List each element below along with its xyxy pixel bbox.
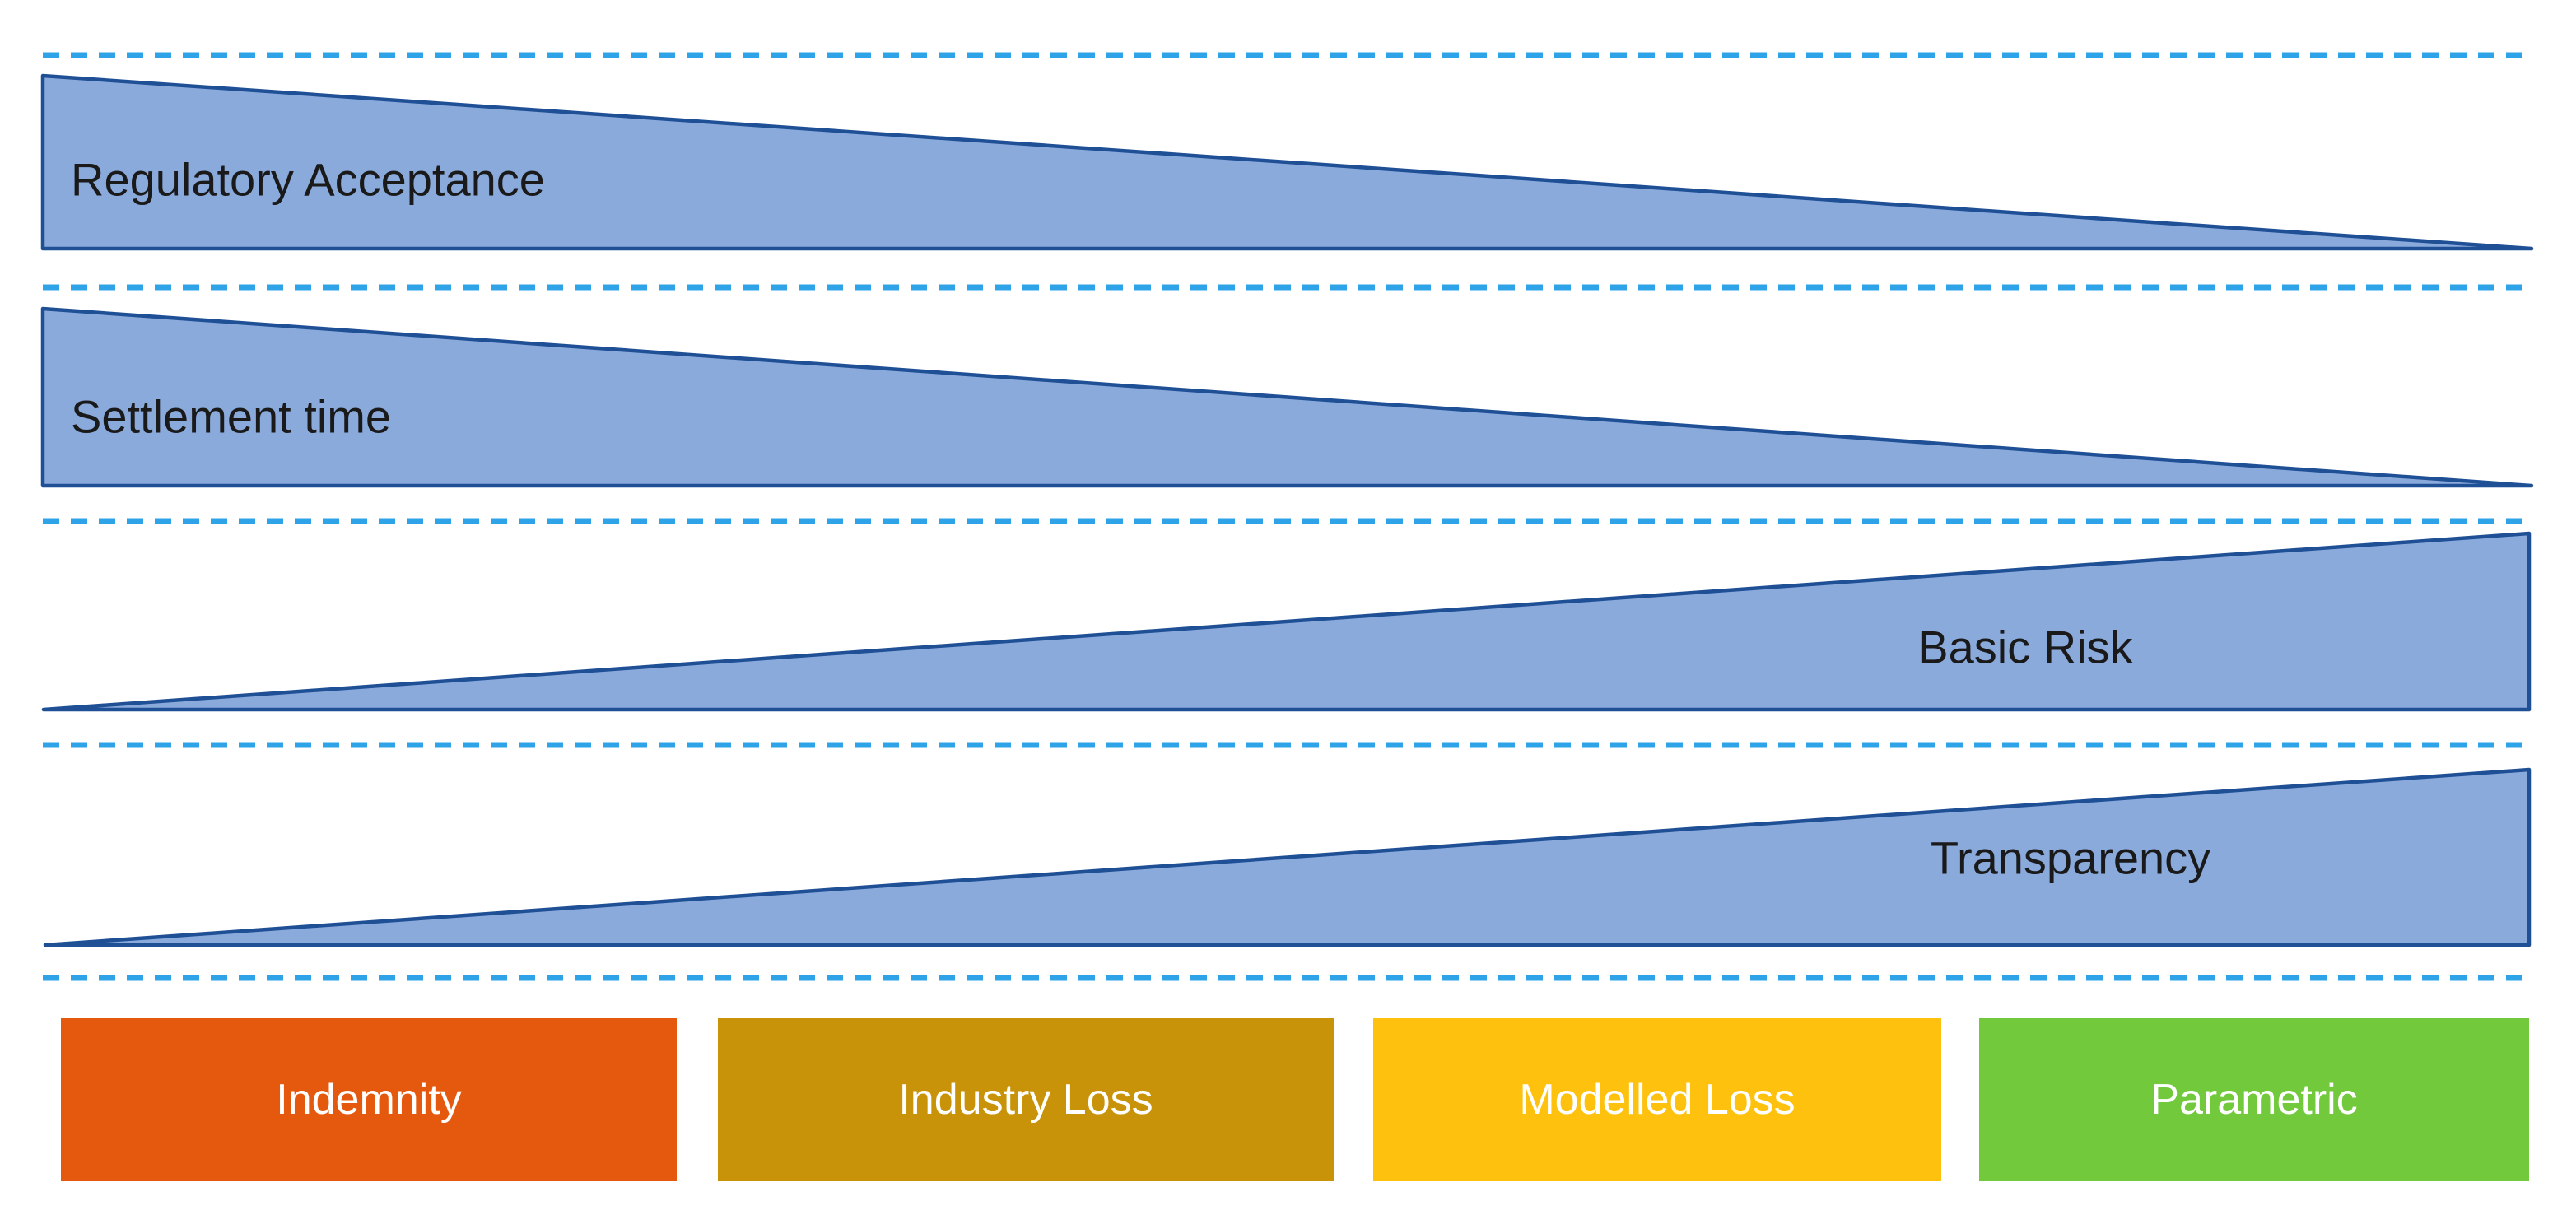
category-label-indemnity: Indemnity xyxy=(276,1076,462,1124)
wedge-label-settlement-time: Settlement time xyxy=(71,390,392,443)
wedge-label-transparency: Transparency xyxy=(1930,831,2211,884)
category-label-industry-loss: Industry Loss xyxy=(898,1076,1153,1124)
wedge-settlement-time xyxy=(40,306,2534,488)
wedge-transparency xyxy=(43,767,2532,947)
category-label-modelled-loss: Modelled Loss xyxy=(1519,1076,1796,1124)
wedge-regulatory-acceptance xyxy=(40,73,2534,251)
category-label-parametric: Parametric xyxy=(2150,1076,2358,1124)
wedge-label-regulatory-acceptance: Regulatory Acceptance xyxy=(71,153,545,206)
category-box-indemnity: Indemnity xyxy=(61,1018,677,1181)
category-box-parametric: Parametric xyxy=(1979,1018,2529,1181)
wedge-label-basic-risk: Basic Risk xyxy=(1917,621,2133,673)
category-box-industry-loss: Industry Loss xyxy=(718,1018,1334,1181)
category-box-modelled-loss: Modelled Loss xyxy=(1373,1018,1941,1181)
wedge-basic-risk xyxy=(41,531,2532,712)
